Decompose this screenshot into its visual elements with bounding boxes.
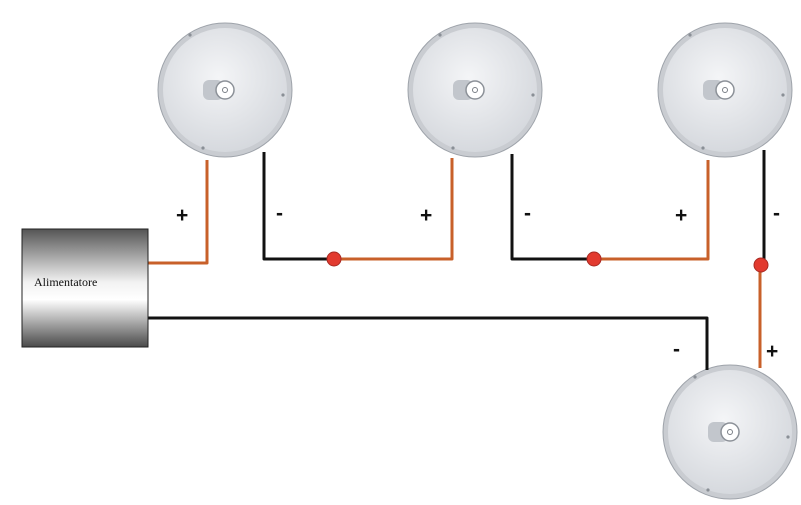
wire-speaker-2-minus-to-junction-2 — [510, 154, 594, 261]
speaker-2 — [407, 22, 543, 158]
plus-label: + — [766, 340, 778, 363]
speaker-icon — [662, 364, 798, 500]
positive-wires — [148, 158, 762, 368]
speaker-3 — [657, 22, 793, 158]
wire-psu-plus-to-speaker-1 — [148, 160, 209, 265]
speaker-4 — [662, 364, 798, 500]
negative-wires — [148, 150, 766, 370]
junction-dot — [753, 257, 769, 273]
speaker-icon — [407, 22, 543, 158]
minus-label: - — [524, 202, 531, 225]
plus-label: + — [176, 204, 188, 227]
speaker-1 — [157, 22, 293, 158]
wire-junction-1-to-speaker-2-plus — [334, 158, 454, 261]
plus-label: + — [420, 204, 432, 227]
plus-label: + — [675, 204, 687, 227]
junction-dot — [326, 251, 342, 267]
power-supply-label: Alimentatore — [34, 275, 97, 289]
wire-junction-2-to-speaker-3-plus — [594, 160, 710, 261]
minus-label: - — [773, 202, 780, 225]
speaker-icon — [157, 22, 293, 158]
power-supply-box — [21, 228, 149, 348]
wire-speaker-1-minus-to-junction-1 — [262, 152, 334, 261]
wire-psu-minus-to-speaker-4 — [148, 316, 709, 370]
junction-dot — [586, 251, 602, 267]
minus-label: - — [673, 338, 680, 361]
minus-label: - — [276, 202, 283, 225]
power-supply: Alimentatore — [21, 228, 149, 348]
speaker-icon — [657, 22, 793, 158]
